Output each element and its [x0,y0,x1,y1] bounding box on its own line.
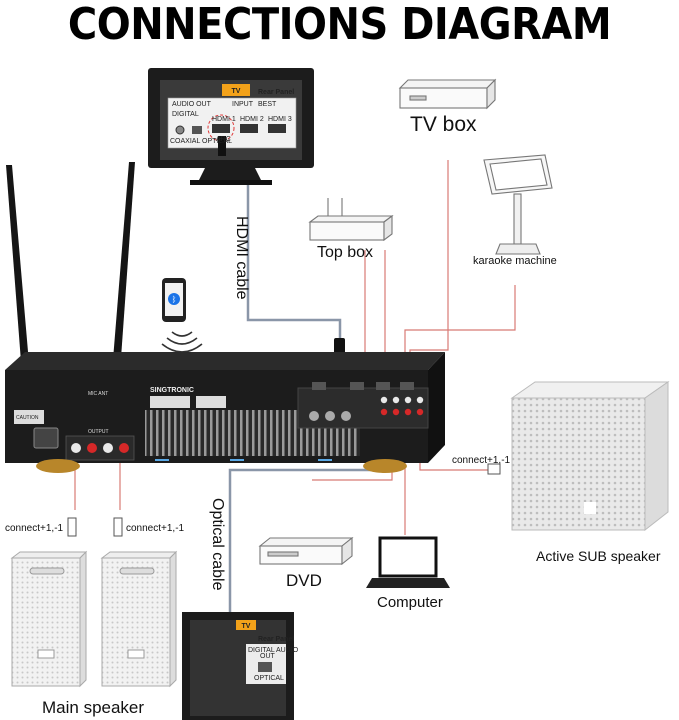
amp-brand: SINGTRONIC [150,387,194,394]
label-connect-sub: connect+1,-1 [452,455,511,466]
tv-top-badge: TV [232,88,241,95]
tv-bottom-badge: TV [242,623,251,630]
tv-top-digital: DIGITAL [172,111,199,118]
tv-top-arc: ARC [216,136,231,143]
label-hdmi-cable: HDMI cable [233,216,250,300]
label-optical-cable: Optical cable [209,498,226,591]
tv-bottom-optical: OPTICAL [254,675,284,682]
tv-top-best: BEST [258,101,277,108]
phone-device: ᛒ [161,278,203,353]
top-box-device [308,198,394,242]
tv-top-hdmi3: HDMI 3 [268,116,292,123]
main-speaker-left [10,550,88,688]
tv-top-rear-panel: Rear Panel [258,89,294,96]
tv-box-line [409,160,449,385]
amplifier-device [5,162,445,473]
main-speaker-plug-right [113,517,123,537]
tv-bottom-out: OUT [260,653,276,660]
label-computer: Computer [377,594,443,611]
main-speaker-plug-left [67,517,77,537]
label-karaoke-machine: karaoke machine [473,255,557,267]
tv-bottom-device [182,612,294,720]
tv-bottom-rear-panel: Rear Panel [258,636,294,643]
computer-device [366,536,450,588]
main-speaker-right [100,550,178,688]
label-active-sub: Active SUB speaker [536,548,661,564]
label-dvd: DVD [286,571,322,590]
tv-top-device [148,68,314,185]
label-tv-box: TV box [410,113,477,136]
tv-bottom-digital-audio: DIGITAL AUDIO [248,647,299,654]
amp-mic-ant: MIC ANT [88,391,108,397]
dvd-device [258,536,354,566]
tv-top-coaxial-optical: COAXIAL OPTICAL [170,138,232,145]
tv-top-input: INPUT [232,101,254,108]
karaoke-machine-device [483,154,553,255]
tv-top-hdmi1: HDMI 1 [212,116,236,123]
label-connect-left: connect+1,-1 [5,523,64,534]
bluetooth-icon: ᛒ [172,295,177,304]
label-connect-right: connect+1,-1 [126,523,185,534]
tv-box-device [398,78,497,110]
tv-top-hdmi2: HDMI 2 [240,116,264,123]
active-sub-speaker-device [510,381,670,532]
label-main-speaker: Main speaker [42,698,145,717]
tv-top-audio-out: AUDIO OUT [172,101,212,108]
sub-plug [487,463,501,475]
amp-caution: CAUTION [16,415,39,421]
diagram-title: CONNECTIONS DIAGRAM [67,0,612,50]
amp-output: OUTPUT [88,429,109,435]
label-top-box: Top box [317,244,374,261]
signal-lines [74,160,516,535]
